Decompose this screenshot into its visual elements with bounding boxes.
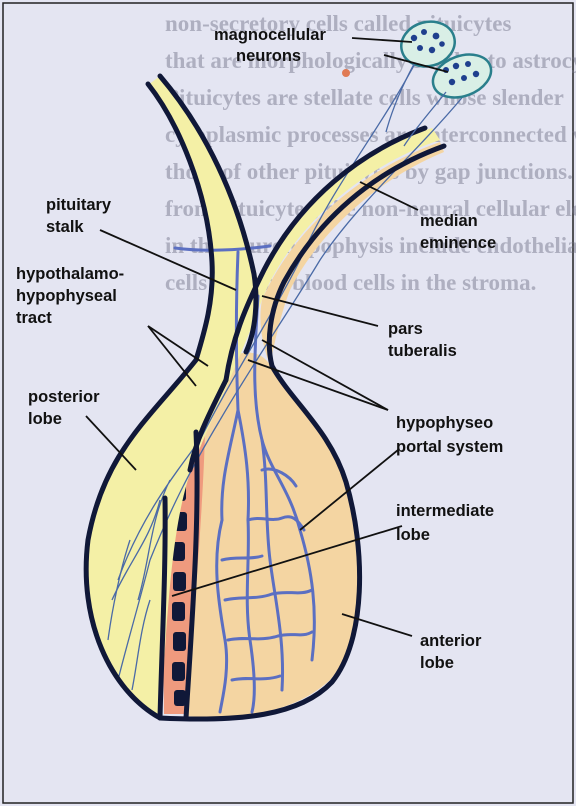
pars-tuberalis-band (260, 142, 444, 365)
label-magnocellular-2: neurons (236, 47, 301, 65)
portal-vessels (173, 244, 316, 714)
label-median-2: eminence (420, 234, 496, 252)
label-intermediate: intermediate (396, 502, 494, 520)
leader-lines (85, 37, 449, 637)
lobe-outlines (83, 73, 447, 722)
background-line: non-secretory cells called pituicytes (165, 11, 511, 36)
label-hypothalamo-2: hypophyseal (16, 287, 117, 305)
red-dot-mark (342, 69, 350, 77)
label-hypothalamo: hypothalamo- (16, 265, 124, 283)
background-line: that are morphologically similar to astr… (165, 48, 576, 73)
label-pituitary-stalk-2: stalk (46, 218, 84, 236)
label-portal-2: portal system (396, 438, 503, 456)
label-anterior: anterior (420, 632, 482, 650)
label-hypothalamo-3: tract (16, 309, 52, 327)
label-magnocellular: magnocellular (214, 26, 326, 44)
label-pars: pars (388, 320, 423, 338)
label-pars-2: tuberalis (388, 342, 457, 360)
magnocellular-neurons (385, 20, 493, 147)
background-line: Pituicytes are stellate cells whose slen… (165, 85, 564, 110)
label-portal: hypophyseo (396, 414, 493, 432)
label-intermediate-2: lobe (396, 526, 430, 544)
background-line: cytoplasmic processes are interconnected… (165, 122, 576, 147)
label-median: median (420, 212, 478, 230)
label-posterior: posterior (28, 388, 100, 406)
label-anterior-2: lobe (420, 654, 454, 672)
label-pituitary-stalk: pituitary (46, 196, 112, 214)
posterior-lobe (86, 76, 440, 716)
label-posterior-2: lobe (28, 410, 62, 428)
